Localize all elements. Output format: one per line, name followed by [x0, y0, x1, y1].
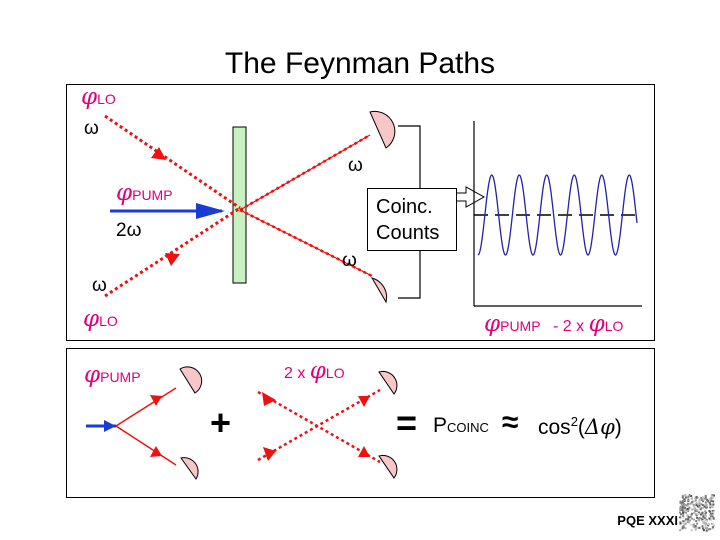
bottom-panel: [66, 348, 655, 498]
lo-beam-top-arrow: [151, 147, 166, 160]
bottom-dotted-arrow-1: [262, 392, 276, 406]
phi-lo-bottom-label: φLO: [83, 306, 118, 332]
plot-axis-label: φPUMP - 2 x φLO: [484, 311, 624, 337]
nonlinear-crystal: [232, 126, 247, 284]
bottom-detector-1-icon: [179, 366, 203, 394]
bottom-dotted-arrow-3: [358, 396, 370, 407]
footer-label: PQE XXXI: [617, 513, 678, 528]
bottom-solid-up: [115, 387, 177, 427]
phi-pump-label: φPUMP: [116, 180, 173, 206]
bottom-solid-down-arrow: [150, 446, 162, 457]
coinc-line2: Counts: [376, 222, 440, 244]
omega-upper-right-label: ω: [348, 155, 363, 176]
wire-bottom: [398, 251, 421, 299]
lo-beam-bottom-arrow: [165, 253, 180, 266]
bottom-solid-up-arrow: [150, 395, 162, 406]
out-beam-down-solid: [239, 209, 373, 277]
approx-sign: ≈: [502, 406, 519, 439]
coinc-line1: Coinc.: [376, 196, 433, 218]
detector-top-icon: [369, 110, 396, 149]
two-omega-label: 2ω: [116, 220, 142, 241]
bottom-phi-pump-label: φPUMP: [84, 362, 141, 388]
page-title: The Feynman Paths: [224, 47, 496, 80]
bottom-detector-3-icon: [378, 370, 398, 395]
phi-lo-top-label: φLO: [81, 84, 116, 110]
bottom-solid-down: [115, 425, 177, 466]
bottom-dotted-arrow-4: [358, 446, 370, 457]
coincidence-counter-box: Coinc. Counts: [367, 188, 457, 251]
omega-top-left-label: ω: [84, 118, 99, 139]
detector-bottom-icon: [370, 277, 388, 304]
equals-sign: =: [396, 402, 418, 443]
omega-bottom-left-label: ω: [92, 275, 107, 296]
cos-expression: cos2(Δφ): [538, 414, 622, 439]
bottom-two-x-phi-lo-label: 2 x φLO: [284, 358, 345, 384]
pump-beam-arrow: [196, 203, 225, 219]
conference-logo-icon: [679, 494, 715, 532]
bottom-dotted-arrow-2: [263, 447, 276, 461]
top-panel: [66, 84, 655, 341]
wire-top: [398, 125, 421, 188]
bottom-detector-2-icon: [180, 457, 199, 480]
out-beam-up-solid: [239, 134, 371, 211]
p-coinc-label: PCOINC: [433, 414, 489, 437]
bottom-detector-4-icon: [378, 454, 398, 479]
omega-lower-right-label: ω: [342, 250, 357, 271]
lo-beam-bottom: [104, 206, 241, 298]
plus-sign: +: [210, 402, 232, 443]
bottom-pump-arrow: [104, 420, 116, 432]
coincidence-sine-wave: [477, 174, 638, 256]
